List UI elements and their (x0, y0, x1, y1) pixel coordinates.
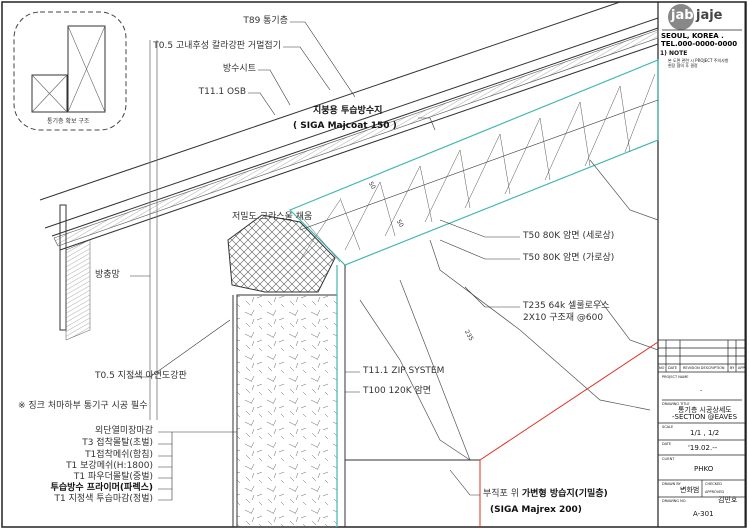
label-waterproof-sheet: 방수시트 (222, 64, 256, 74)
label-glasswool: 저밀도 그라스울 채움 (232, 212, 313, 222)
vapor-prefix: 부직포 위 (483, 489, 522, 499)
label-galv-steel: T0.5 지정색 아연도강판 (95, 371, 187, 381)
finish-layer: T1접착메쉬(함침) (85, 450, 153, 460)
label-osb: T11.1 OSB (198, 87, 246, 97)
client-label: CLIENT (662, 457, 675, 461)
title-label: DRAWING TITLE (662, 402, 690, 406)
logo-jaje: jaje (696, 8, 723, 23)
approved-label: APPROVED (705, 490, 725, 494)
drawn-label: DRAWN BY (662, 482, 681, 486)
gravel-fill (227, 214, 336, 293)
title-block (658, 4, 745, 498)
finish-layer: T1 파우더몰탈(중벌) (73, 472, 153, 482)
wall (232, 265, 346, 528)
scale-label: SCALE (662, 425, 674, 429)
approved-value: 김민호 (718, 496, 738, 504)
project-label: PROJECT NAME (662, 375, 689, 379)
label-rockwool-120: T100 120K 암면 (363, 386, 432, 396)
client-value: PHKO (694, 465, 714, 473)
checked-label: CHECKED (705, 482, 722, 486)
finish-layer: T1 지정색 투습마감(정벌) (54, 494, 154, 504)
note-title: 1) NOTE (660, 50, 688, 57)
label-structure: 2X10 구조재 @600 (523, 313, 604, 323)
rev-header: BY (730, 366, 735, 370)
note-vent: ※ 징크 처마하부 통기구 시공 필수 (18, 401, 148, 411)
rev-header: APP (738, 366, 745, 370)
drawing-no-label: DRAWING NO. (662, 499, 687, 503)
drawn-value: 변화범 (680, 486, 700, 494)
label-roof-membrane-product: ( SIGA Majcoat 150 ) (293, 121, 397, 131)
inset-diagram (13, 11, 127, 131)
label-vapor-barrier: 부직포 위 가변형 방습지(기밀층) (483, 489, 608, 500)
scale-value: 1/1 , 1/2 (690, 429, 720, 437)
rev-header: DATE (668, 366, 678, 370)
date-value: '19.02.-- (688, 444, 718, 452)
label-vapor-product: (SIGA Majrex 200) (490, 505, 582, 515)
label-zip: T11.1 ZIP SYSTEM (363, 366, 445, 376)
finish-layer: 투습방수 프라이머(파렉스) (50, 483, 153, 493)
label-cellulose: T235 64k 셀룰로우스 (523, 301, 610, 311)
finish-layer: T1 보강메쉬(H:1800) (66, 461, 153, 471)
project-value: - (700, 387, 703, 394)
date-label: DATE (662, 442, 672, 446)
vapor-bold: 가변형 방습지(기밀층) (521, 489, 608, 499)
note-text: 현장 협의 후 결정 (668, 63, 698, 68)
drawing-no: A-301 (693, 510, 714, 518)
label-roof-membrane: 지붕용 투습방수지 (313, 106, 383, 116)
roof-insulation (288, 59, 659, 266)
finish-layer: T3 접착몰탈(초벌) (82, 438, 153, 448)
label-rockwool-horizontal: T50 80K 암면 (가로상) (523, 253, 615, 263)
label-vent-layer: T89 통기층 (243, 16, 288, 26)
roof-layers (39, 1, 659, 251)
logo-jab: jab (671, 8, 694, 23)
drawing-subtitle: -SECTION @EAVES (672, 413, 738, 421)
note-text: 본 도면 관련 시 PROJECT 주의사항 (668, 58, 729, 63)
label-rockwool-vertical: T50 80K 암면 (세로상) (523, 231, 615, 241)
label-insect-screen: 방충망 (95, 270, 120, 280)
inset-caption: 통기층 확보 구조 (47, 118, 90, 125)
finish-layer: 외단열미장마감 (95, 426, 153, 436)
drawing-title: 통기층 시공상세도 (678, 406, 732, 414)
rev-header: NO (659, 366, 665, 370)
rev-header: REVISION DESCRIPTION (683, 366, 725, 370)
address: SEOUL, KOREA . TEL.000-0000-0000 (661, 32, 738, 48)
label-roof-metal: T0.5 고내후성 칼라강판 거멀접기 (153, 41, 281, 51)
